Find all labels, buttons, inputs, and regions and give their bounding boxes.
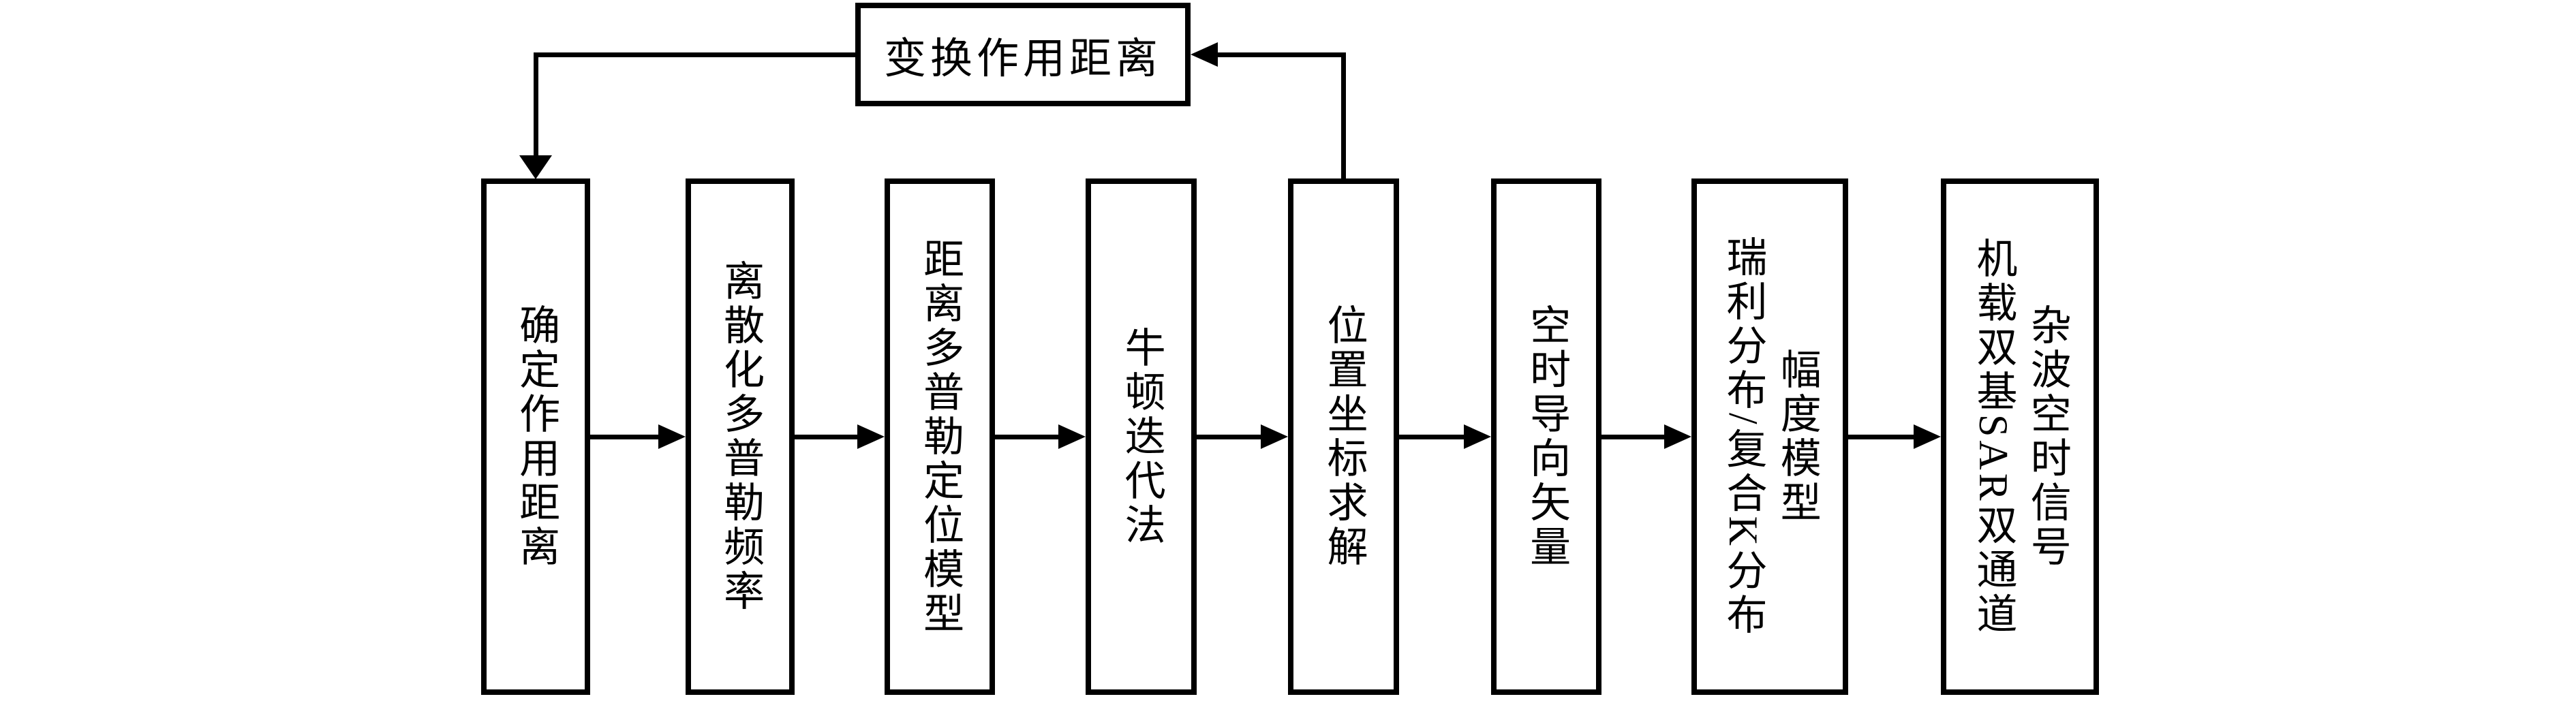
flow-box-amplitude-model-label: 瑞利分布/复合K分布 幅度模型 (1721, 236, 1820, 638)
arrow-head-3-icon (1058, 424, 1086, 449)
feedback-line-down (534, 52, 538, 155)
feedback-line-up (1341, 52, 1346, 178)
feedback-arrow-head-left-icon (1191, 42, 1218, 67)
arrow-head-4-icon (1261, 424, 1288, 449)
flow-box-newton-iteration-label: 牛顿迭代法 (1119, 326, 1165, 548)
flow-box-newton-iteration: 牛顿迭代法 (1086, 178, 1197, 695)
flow-box-position-coordinate-solving: 位置坐标求解 (1288, 178, 1399, 695)
flow-box-discretized-doppler-frequency-label: 离散化多普勒频率 (718, 260, 763, 614)
feedback-line-topbox-to-left (534, 52, 855, 57)
flow-box-space-time-steering-vector-label: 空时导向矢量 (1524, 304, 1569, 570)
flow-box-space-time-steering-vector: 空时导向矢量 (1491, 178, 1601, 695)
arrow-head-7-icon (1914, 424, 1941, 449)
flow-box-clutter-space-time-signal-label: 机载双基SAR双通道 杂波空时信号 (1971, 236, 2070, 637)
arrow-head-6-icon (1664, 424, 1691, 449)
flow-box-transform-range-label: 变换作用距离 (883, 36, 1162, 82)
arrow-line-3 (995, 435, 1061, 439)
arrow-line-2 (795, 435, 860, 439)
feedback-arrow-head-down-icon (519, 155, 552, 179)
arrow-line-6 (1601, 435, 1667, 439)
flow-box-range-doppler-positioning-model-label: 距离多普勒定位模型 (917, 237, 963, 636)
flow-box-determine-range-label: 确定作用距离 (513, 304, 559, 570)
feedback-line-right-to-topbox (1218, 52, 1346, 57)
flow-box-position-coordinate-solving-label: 位置坐标求解 (1321, 304, 1367, 570)
flow-box-clutter-space-time-signal: 机载双基SAR双通道 杂波空时信号 (1941, 178, 2099, 695)
arrow-line-4 (1197, 435, 1263, 439)
arrow-head-1-icon (658, 424, 686, 449)
arrow-head-5-icon (1464, 424, 1491, 449)
arrow-head-2-icon (857, 424, 885, 449)
flow-box-discretized-doppler-frequency: 离散化多普勒频率 (686, 178, 795, 695)
flow-box-determine-range: 确定作用距离 (481, 178, 590, 695)
arrow-line-1 (590, 435, 661, 439)
arrow-line-7 (1848, 435, 1916, 439)
flow-box-transform-range: 变换作用距离 (855, 3, 1191, 106)
flow-box-amplitude-model: 瑞利分布/复合K分布 幅度模型 (1691, 178, 1848, 695)
arrow-line-5 (1399, 435, 1467, 439)
flow-box-range-doppler-positioning-model: 距离多普勒定位模型 (885, 178, 995, 695)
